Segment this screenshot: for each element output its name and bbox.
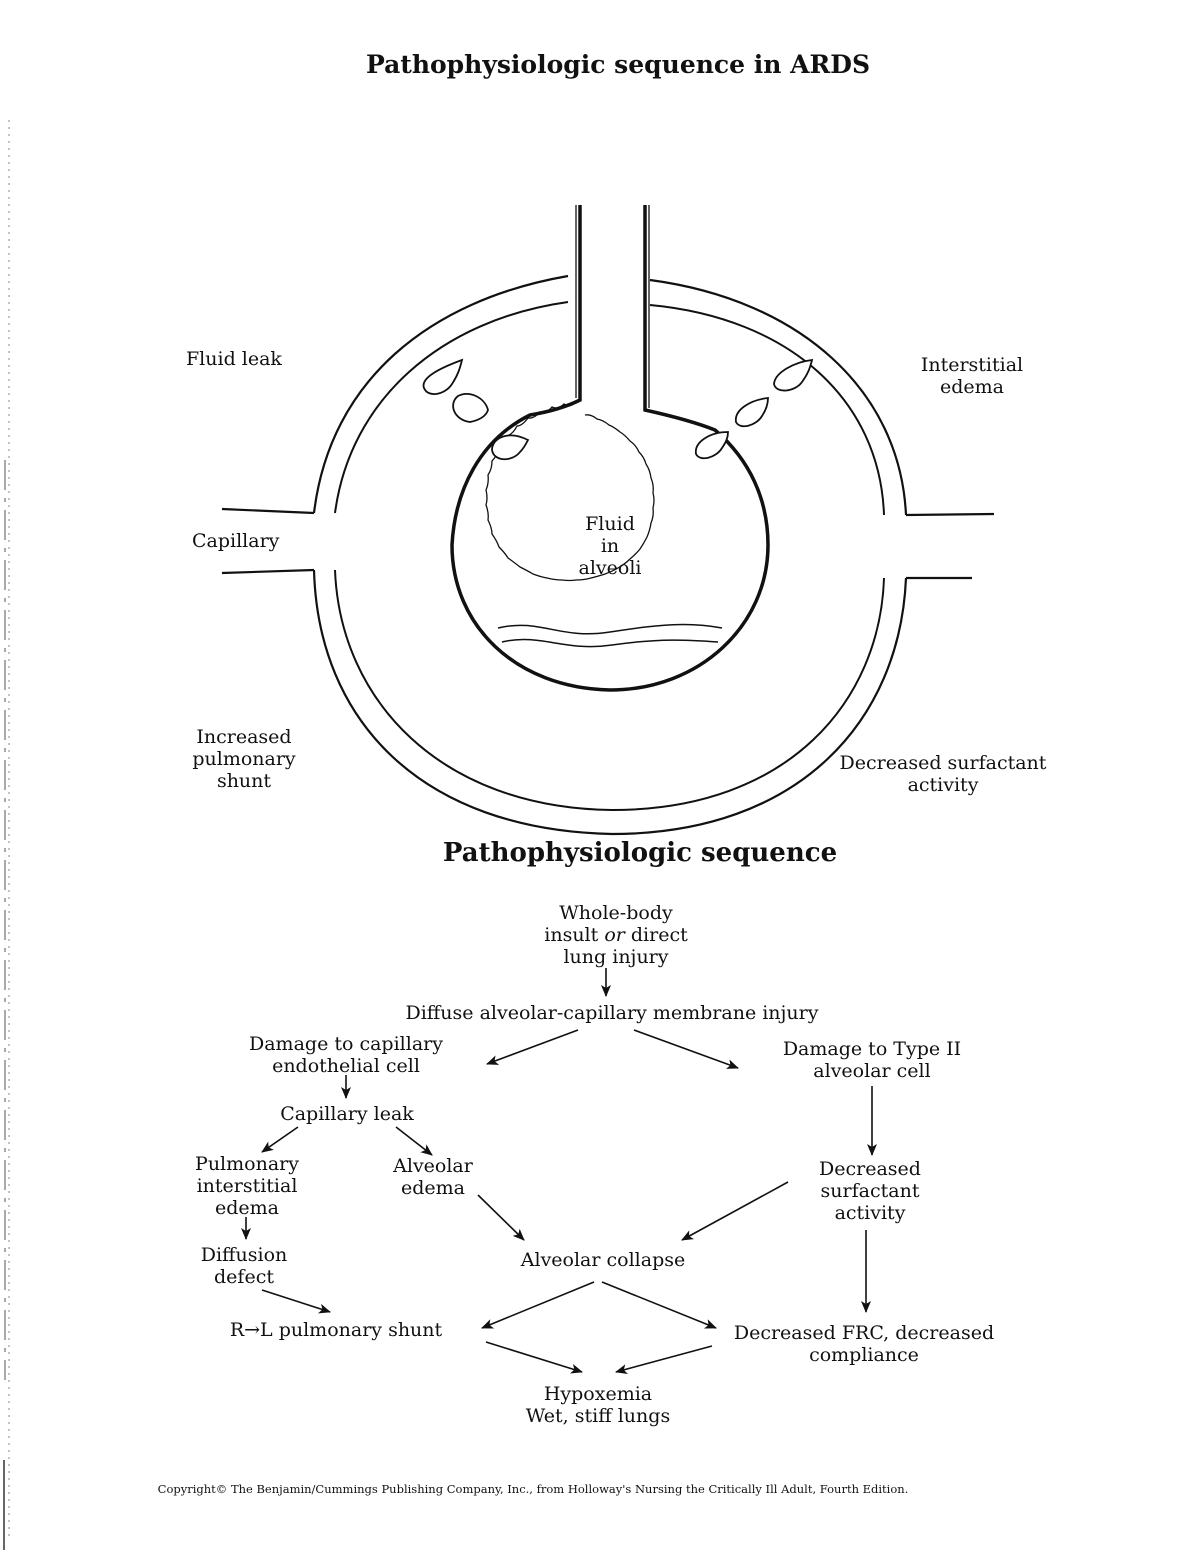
capillary-left-bottom [221, 568, 315, 575]
fluid-droplets-left [422, 358, 530, 461]
node-diffuse-injury: Diffuse alveolar-capillary membrane inju… [405, 1002, 819, 1024]
node-rl-shunt: R→L pulmonary shunt [229, 1319, 443, 1341]
label-fluid-in-alveoli: Fluid in alveoli [578, 513, 642, 579]
node-alveolar-collapse: Alveolar collapse [520, 1249, 686, 1271]
arrow-diffuse-to-type2-damage [633, 1029, 739, 1069]
arrow-shunt-to-hypoxemia [485, 1341, 583, 1374]
node-alveolar-edema: Alveolar edema [393, 1155, 473, 1199]
sequence-title: Pathophysiologic sequence [442, 838, 838, 868]
node-capillary-leak: Capillary leak [280, 1103, 414, 1125]
capillary-inner-wall [334, 301, 885, 812]
arrow-surfactant-to-collapse [681, 1181, 789, 1241]
arrow-frc-to-hypoxemia [615, 1345, 713, 1374]
capillary-left-top [221, 507, 315, 515]
label-decreased-surfactant: Decreased surfactant activity [839, 752, 1047, 796]
scan-edge-marks [3, 120, 10, 1550]
arrow-leak-to-interstitial [261, 1126, 299, 1153]
node-decreased-surfactant: Decreased surfactant activity [819, 1158, 921, 1224]
page-title: Pathophysiologic sequence in ARDS [365, 50, 871, 79]
node-whole-body-insult: Whole-body insult or direct lung injury [544, 902, 688, 968]
capillary-right-top [905, 512, 995, 517]
node-damage-type2: Damage to Type II alveolar cell [782, 1038, 962, 1082]
arrow-diffuse-to-capillary-damage [486, 1029, 579, 1065]
arrow-leak-to-alveolar-edema [395, 1126, 433, 1156]
label-capillary: Capillary [192, 530, 280, 552]
node-hypoxemia: Hypoxemia Wet, stiff lungs [525, 1383, 671, 1427]
arrow-edema-to-collapse [477, 1194, 525, 1241]
copyright-notice: Copyright© The Benjamin/Cummings Publish… [157, 1482, 909, 1496]
node-damage-capillary: Damage to capillary endothelial cell [249, 1033, 443, 1077]
node-decreased-frc: Decreased FRC, decreased compliance [733, 1322, 995, 1366]
airway-left-wall [450, 205, 611, 692]
node-diffusion-defect: Diffusion defect [200, 1244, 288, 1288]
label-increased-shunt: Increased pulmonary shunt [192, 726, 296, 792]
airway-right-wall [609, 205, 770, 692]
label-interstitial-edema: Interstitial edema [920, 354, 1024, 398]
fluid-surface [497, 623, 723, 635]
fluid-droplets-right [695, 358, 814, 460]
arrow-collapse-to-frc [601, 1281, 717, 1329]
capillary-outer-wall [312, 274, 908, 836]
arrow-collapse-to-shunt [481, 1281, 595, 1329]
label-fluid-leak: Fluid leak [186, 348, 282, 370]
arrow-diffusion-to-shunt [261, 1289, 331, 1314]
node-pulmonary-interstitial-edema: Pulmonary interstitial edema [195, 1153, 299, 1219]
